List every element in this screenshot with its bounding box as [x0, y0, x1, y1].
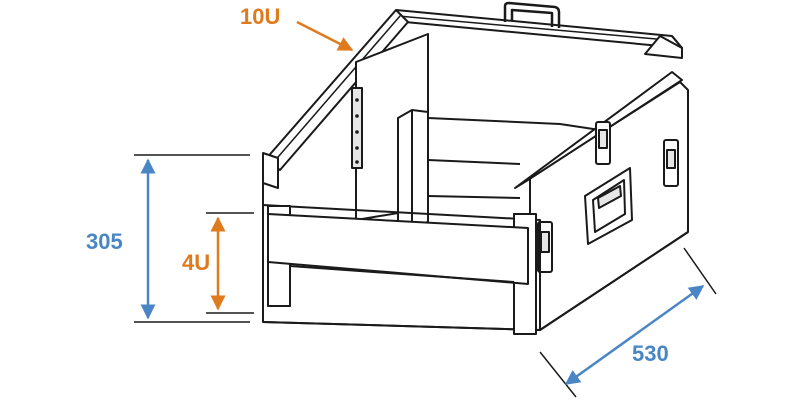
depth-dimension [539, 247, 717, 398]
depth-arrow [564, 284, 705, 386]
top-rack-label: 10U [240, 4, 280, 29]
latches [537, 121, 679, 273]
front-lower-frame [262, 152, 541, 331]
bottom-rack-label: 4U [182, 250, 210, 275]
top-rack-pointer-arrow [296, 20, 354, 52]
interior-lines [427, 117, 601, 199]
side-handle [584, 167, 633, 245]
top-frame [264, 9, 683, 171]
front-strip-panel [267, 213, 529, 285]
bottom-interior [289, 265, 515, 283]
center-rail-post [397, 109, 429, 227]
height-label: 305 [86, 229, 123, 254]
rack-case [262, 1, 689, 335]
top-handle [503, 1, 561, 28]
height-dimension [134, 154, 250, 323]
bottom-rack-dimension [206, 212, 254, 314]
depth-label: 530 [632, 341, 669, 366]
